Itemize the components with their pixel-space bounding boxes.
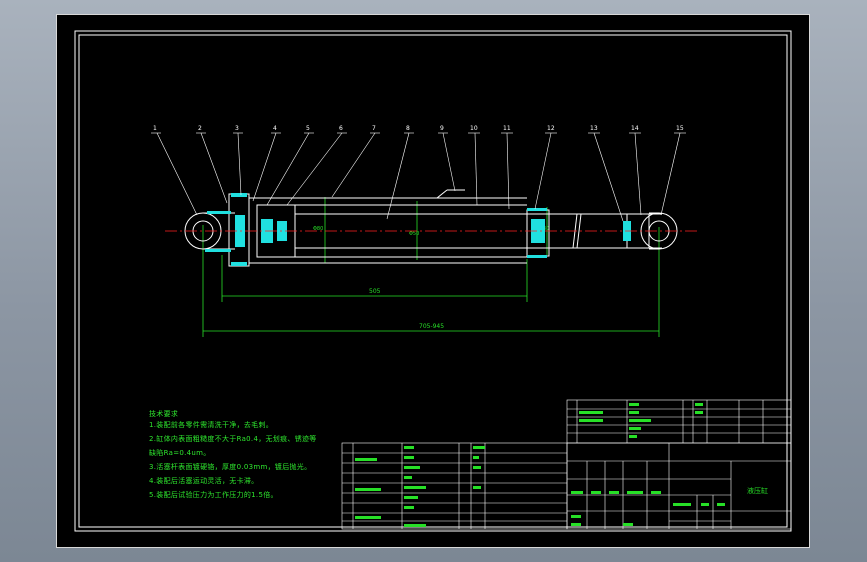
balloon-9: 9 — [440, 125, 444, 132]
balloon-13: 13 — [590, 125, 598, 132]
cylinder-assembly-drawing: 505 705-945 Φ80 Φ50 Φ80 — [74, 30, 792, 532]
cad-viewport[interactable]: 505 705-945 Φ80 Φ50 Φ80 — [56, 14, 810, 548]
stroke-dimension: 505 — [369, 288, 381, 295]
parts-list-left-text — [355, 446, 485, 527]
title-block-text — [571, 491, 725, 526]
balloon-labels: 1 2 3 4 5 6 7 8 9 10 11 12 13 14 15 — [153, 125, 684, 132]
balloon-10: 10 — [470, 125, 478, 132]
inner-border — [78, 34, 788, 528]
balloon-14: 14 — [631, 125, 639, 132]
balloon-8: 8 — [406, 125, 410, 132]
note-line-5: 4.装配后活塞运动灵活，无卡滞。 — [149, 477, 259, 485]
note-line-6: 5.装配后试验压力为工作压力的1.5倍。 — [149, 491, 278, 499]
parts-list-left — [341, 442, 568, 530]
balloon-6: 6 — [339, 125, 343, 132]
title-block — [566, 442, 792, 530]
balloon-5: 5 — [306, 125, 310, 132]
dimension-lines — [202, 197, 660, 337]
balloon-7: 7 — [372, 125, 376, 132]
balloon-3: 3 — [235, 125, 239, 132]
drawing-title: 液压缸 — [747, 486, 768, 495]
overall-length-dimension: 705-945 — [419, 323, 444, 330]
balloon-4: 4 — [273, 125, 277, 132]
rod-mark: Φ50 — [409, 231, 419, 237]
balloon-12: 12 — [547, 125, 555, 132]
parts-list-right — [566, 399, 792, 444]
bore-mark: Φ80 — [313, 226, 323, 232]
balloon-11: 11 — [503, 125, 511, 132]
notes-heading: 技术要求 — [149, 410, 179, 418]
note-line-4: 3.活塞杆表面镀硬铬，厚度0.03mm，镀后抛光。 — [149, 463, 312, 471]
balloon-15: 15 — [676, 125, 684, 132]
section-hatch — [205, 193, 631, 266]
note-line-3: 缺陷Ra=0.4um。 — [149, 449, 211, 457]
parts-list-right-text — [579, 403, 703, 438]
cylinder-body — [184, 189, 678, 267]
note-line-2: 2.缸体内表面粗糙度不大于Ra0.4，无划痕、锈迹等 — [149, 435, 317, 443]
note-line-1: 1.装配前各零件需清洗干净，去毛刺。 — [149, 421, 274, 429]
balloon-2: 2 — [198, 125, 202, 132]
balloon-1: 1 — [153, 125, 157, 132]
outer-border — [74, 30, 792, 532]
leader-lines — [156, 132, 681, 222]
